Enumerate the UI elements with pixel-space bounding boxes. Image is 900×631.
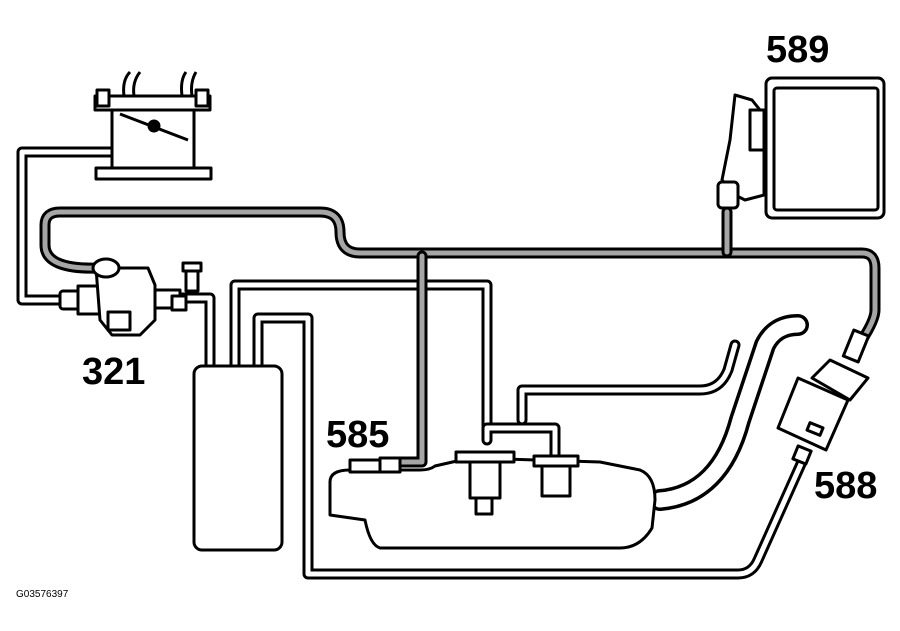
open-hoses <box>16 146 811 580</box>
sensor-center-body <box>468 458 502 500</box>
fuel-tank <box>328 450 657 550</box>
figure-id: G03576397 <box>16 589 69 600</box>
control-module-589 <box>716 76 886 220</box>
callout-585: 585 <box>326 414 389 456</box>
vacuum-hoses <box>39 206 881 468</box>
sensor-right-body <box>540 460 572 498</box>
solenoid-588 <box>776 328 871 466</box>
throttle-body <box>93 70 213 181</box>
callout-589: 589 <box>766 29 829 71</box>
callout-321: 321 <box>82 351 145 393</box>
tank-vent-line <box>516 339 741 426</box>
callout-588: 588 <box>814 465 877 507</box>
vacuum-hose-main <box>39 206 881 346</box>
valve-321 <box>58 257 203 337</box>
charcoal-canister <box>192 364 284 552</box>
